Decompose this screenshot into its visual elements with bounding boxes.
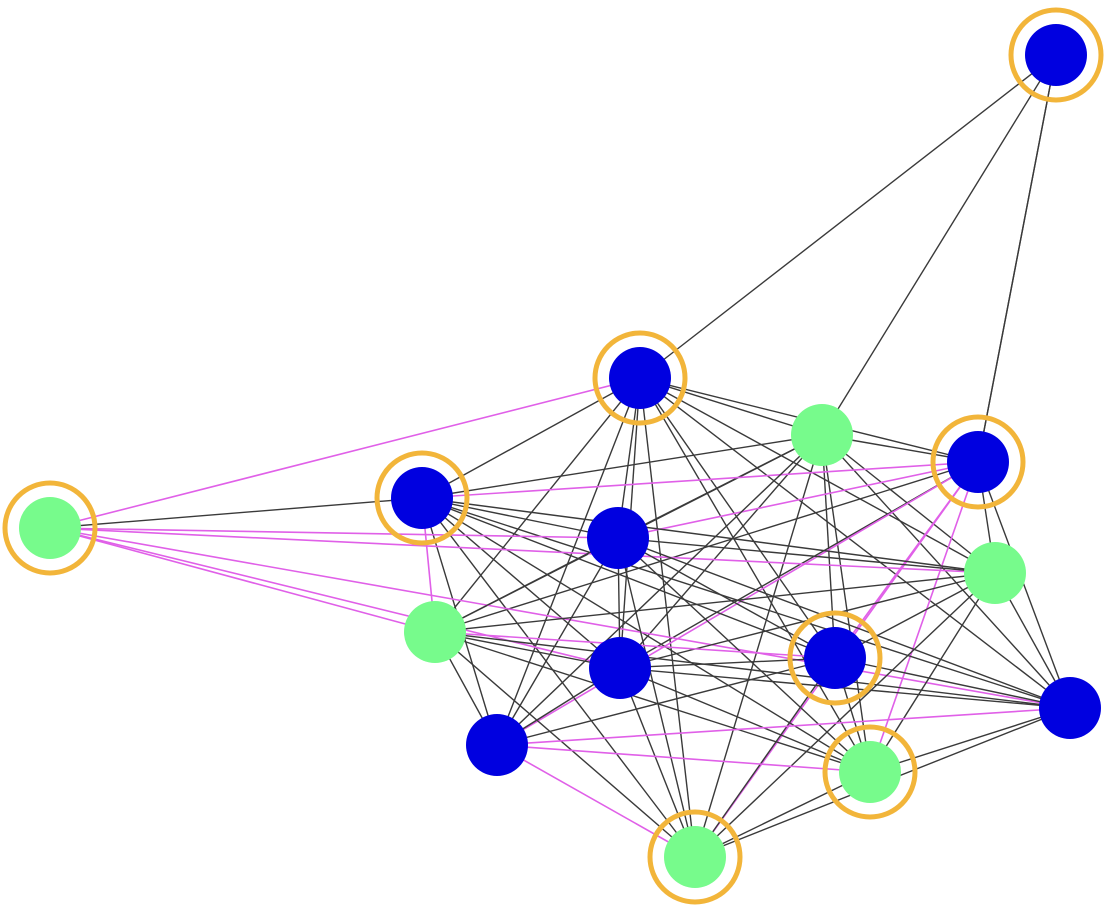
node-n14-green — [839, 741, 901, 803]
node-n9-green — [404, 601, 466, 663]
edge-n4-n7 — [617, 461, 979, 539]
node-n3-green — [791, 404, 853, 466]
edge-n10-n15 — [619, 667, 696, 858]
node-n8-green — [964, 542, 1026, 604]
node-n11-blue — [804, 627, 866, 689]
edge-n4-n5 — [421, 461, 979, 499]
edge-n13-n15 — [496, 744, 696, 858]
edge-n9-n14 — [434, 631, 871, 773]
edge-n1-n4 — [977, 54, 1057, 463]
edge-n5-n8 — [421, 497, 996, 574]
node-highlight-ring-n2 — [592, 330, 688, 426]
edge-n12-n14 — [869, 707, 1071, 773]
edge-n10-n11 — [619, 657, 836, 669]
node-n1-blue — [1025, 24, 1087, 86]
edge-n2-n13 — [496, 377, 641, 746]
edge-n5-n6 — [49, 497, 423, 529]
edge-n10-n12 — [619, 667, 1071, 709]
node-n10-blue — [589, 637, 651, 699]
edge-n2-n11 — [639, 377, 836, 659]
edge-n5-n7 — [421, 497, 619, 539]
edge-n13-n14 — [496, 744, 871, 773]
edge-n9-n10 — [434, 631, 621, 669]
node-highlight-ring-n1 — [1008, 7, 1104, 103]
edge-n8-n14 — [869, 572, 996, 773]
edge-n4-n9 — [434, 461, 979, 633]
node-highlight-ring-n14 — [822, 724, 918, 820]
node-n2-blue — [609, 347, 671, 409]
node-highlight-ring-n5 — [374, 450, 470, 546]
node-n7-blue — [587, 507, 649, 569]
edge-n9-n12 — [434, 631, 1071, 709]
edge-n2-n8 — [639, 377, 996, 574]
node-n13-blue — [466, 714, 528, 776]
edge-n2-n6 — [49, 377, 641, 529]
edge-n11-n13 — [496, 657, 836, 746]
node-n6-green — [19, 497, 81, 559]
edge-n3-n15 — [694, 434, 823, 858]
node-highlight-ring-n15 — [647, 809, 743, 905]
edge-n7-n11 — [617, 537, 836, 659]
node-n5-blue — [391, 467, 453, 529]
edge-n3-n14 — [821, 434, 871, 773]
edge-n7-n9 — [434, 537, 619, 633]
edge-n2-n14 — [639, 377, 871, 773]
node-highlight-ring-n4 — [930, 414, 1026, 510]
edge-n6-n9 — [49, 527, 436, 633]
edge-n8-n15 — [694, 572, 996, 858]
edge-n4-n14 — [869, 461, 979, 773]
node-n12-blue — [1039, 677, 1101, 739]
edge-n2-n9 — [434, 377, 641, 633]
edge-n2-n12 — [639, 377, 1071, 709]
edge-n3-n8 — [821, 434, 996, 574]
edge-n5-n12 — [421, 497, 1071, 709]
edge-n14-n15 — [694, 771, 871, 858]
edge-n6-n8 — [49, 527, 996, 574]
edge-n7-n13 — [496, 537, 619, 746]
edge-n5-n15 — [421, 497, 696, 858]
edge-n3-n13 — [496, 434, 823, 746]
edge-n1-n3 — [821, 54, 1057, 436]
edge-n7-n12 — [617, 537, 1071, 709]
edge-n3-n5 — [421, 434, 823, 499]
node-highlight-ring-n11 — [787, 610, 883, 706]
edge-n1-n2 — [639, 54, 1057, 379]
edge-n12-n13 — [496, 707, 1071, 746]
edge-n6-n10 — [49, 527, 621, 669]
node-n4-blue — [947, 431, 1009, 493]
edge-n2-n3 — [639, 377, 823, 436]
edge-n6-n7 — [49, 527, 619, 539]
edge-n9-n15 — [434, 631, 696, 858]
edge-n2-n5 — [421, 377, 641, 499]
edge-n3-n12 — [821, 434, 1071, 709]
node-n15-green — [664, 826, 726, 888]
edge-n2-n15 — [639, 377, 696, 858]
edges-layer — [49, 54, 1071, 858]
node-highlight-ring-n6 — [2, 480, 98, 576]
edge-n7-n8 — [617, 537, 996, 574]
edge-n11-n12 — [834, 657, 1071, 709]
nodes-layer — [2, 7, 1104, 905]
edge-n7-n14 — [617, 537, 871, 773]
edge-n6-n12 — [49, 527, 1071, 709]
edge-n8-n9 — [434, 572, 996, 633]
edge-n7-n15 — [617, 537, 696, 858]
edge-n11-n15 — [694, 657, 836, 858]
